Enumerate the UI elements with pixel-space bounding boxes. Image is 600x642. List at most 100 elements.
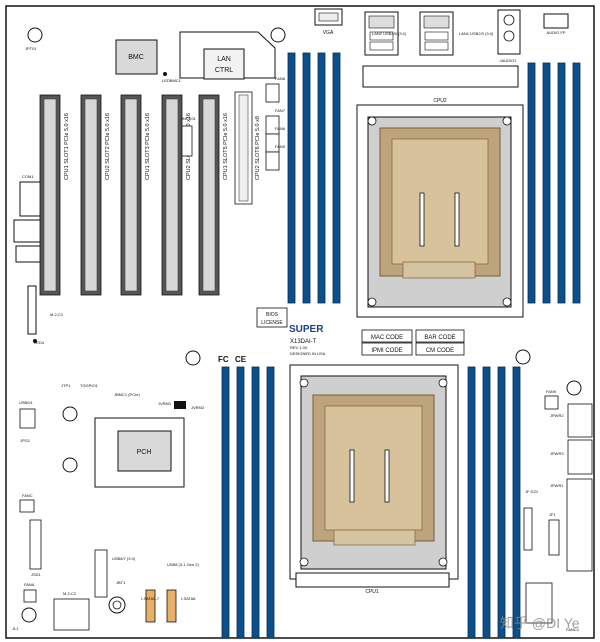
sata07-label: I-SATA0-7: [141, 596, 160, 601]
mounting-hole-icon: [566, 380, 582, 396]
fanc-header: [19, 499, 35, 513]
bar-code-label: BAR CODE: [424, 335, 455, 341]
cpu2-die-inner: [391, 138, 489, 265]
pcie-slot-3-label: CPU1 SLOT3 PCIe 5.0 x16: [145, 113, 151, 180]
cpu2-dimm-d1: [332, 52, 341, 304]
cpu2-dimm-b1: [302, 52, 311, 304]
cpu1-dimm-f1: [482, 366, 491, 639]
fan9-header: [544, 395, 559, 410]
cpu2-screw-icon: [367, 116, 377, 126]
fan8-header: [265, 83, 280, 103]
cpu1-screw-icon: [438, 378, 448, 388]
cpu1-screw-icon: [438, 557, 448, 567]
audio-jack-icon: [503, 14, 515, 26]
designed-label: DESIGNED IN USA: [290, 351, 326, 356]
jtp1-label: JTP1: [61, 383, 71, 388]
pcie-slot-5-inner: [202, 98, 216, 292]
cpu1-key-right: [384, 449, 390, 503]
lan-controller-chip: [203, 48, 245, 80]
cpu1-dimm-a1: [221, 366, 230, 639]
audio-fp-header-icon: [543, 13, 569, 29]
jpwr3-connector: [567, 439, 593, 475]
jaudio1-label: JAUDIO1: [500, 58, 518, 63]
audio-fp-label: AUDIO FP: [547, 30, 566, 35]
mac-code-label: MAC CODE: [371, 335, 403, 341]
bios-license-line-1: BIOS: [266, 312, 279, 318]
cpu2-dimm-a1: [287, 52, 296, 304]
usb01-label: USB0/1: [19, 400, 34, 405]
cpu2-label: CPU2: [433, 98, 447, 104]
led-icon: [163, 72, 167, 76]
jncs01-header: [181, 125, 193, 157]
jipmb1-header: [523, 507, 533, 551]
jfdz1-label: JF DZ1: [525, 489, 539, 494]
model-label: X13DAI-T: [290, 339, 317, 345]
fan8-label: FAN8: [275, 76, 286, 81]
cpu2-socket-group: CPU2: [356, 65, 524, 318]
com1-header: [19, 181, 43, 217]
jl1-label: JL1: [12, 626, 19, 631]
lower-left-components: JSD1 FANA JL1 M.2-C2 USB6/7 (3.0) JBT1 U…: [12, 519, 199, 631]
m2c1-label: M.2-C1: [50, 312, 64, 317]
cpu1-dimm-h1: [512, 366, 521, 639]
mounting-hole-icon: [27, 27, 43, 43]
mounting-hole-icon: [21, 607, 37, 623]
usb67-header: [94, 549, 108, 598]
brand-logo: SUPER: [289, 324, 324, 335]
pch-area: PCH JBMC1 (PCIe) JVRM1 JVRM2 JTP1 TGGPIO…: [19, 383, 205, 513]
cpu1-socket-group: CPU1: [289, 364, 459, 595]
mounting-hole-icon: [62, 457, 78, 473]
slot-area-headers: JNCS01 FAN8 FAN7 FAN6 FAN5: [181, 76, 286, 171]
fan6-header: [265, 133, 280, 153]
fan7-label: FAN7: [275, 108, 286, 113]
jpg1-label: JPG1: [20, 438, 31, 443]
cpu1-dimm-e1: [467, 366, 476, 639]
cpu1-dimm-c1: [251, 366, 260, 639]
cpu1-dimm-d1: [266, 366, 275, 639]
cpu1-dimm-b1: [236, 366, 245, 639]
led-icon: [33, 339, 37, 343]
jpwr2-label: JPWR2: [550, 413, 564, 418]
pcie-slot-2-inner: [84, 98, 98, 292]
cpu2-bottom-pads: [402, 261, 476, 279]
lan2-label: LAN2 USB4/5 (3.0): [372, 31, 407, 36]
cpu1-memory: [221, 366, 521, 639]
mounting-hole-icon: [515, 349, 531, 365]
pch-chip: [117, 430, 172, 472]
lan1-port-icon: [423, 15, 450, 29]
lan1-label: LAN1 USB2/3 (3.0): [459, 31, 494, 36]
fana-header: [23, 589, 37, 603]
jsd1-label: JSD1: [31, 572, 42, 577]
jf1-label: JF1: [549, 512, 556, 517]
bios-license-line-2: LICENSE: [261, 320, 283, 326]
pcie-slot-1-label: CPU1 SLOT1 PCIe 5.0 x16: [64, 113, 70, 180]
pcie-slot-1-inner: [43, 98, 57, 292]
sata-slot-icon: [166, 589, 177, 623]
small-header: [15, 245, 42, 263]
cm-code-box: [415, 342, 465, 356]
pcie-slot-4-inner: [165, 98, 179, 292]
usb8-label: USB8 (3.1 Gen 2): [167, 562, 199, 567]
fanc2-label: FANC2: [566, 627, 580, 632]
jpt01-label: JPT01: [25, 46, 37, 51]
usb23-top-icon: [424, 31, 449, 41]
fanc-label: FANC: [22, 493, 33, 498]
jsd1-slot: [29, 519, 42, 570]
cpu2-screw-icon: [502, 116, 512, 126]
pcie-slot-6-inner: [238, 94, 249, 202]
cpu1-key-left: [349, 449, 355, 503]
cpu2-dimm-c1: [317, 52, 326, 304]
bmc-chip: [115, 39, 158, 75]
bar-code-box: [415, 329, 465, 343]
jpwr1-label: JPWR1: [550, 483, 564, 488]
fan5-label: FAN5: [275, 144, 286, 149]
jbt1-label: JBT1: [116, 580, 126, 585]
com1-label: COM1: [22, 174, 34, 179]
mounting-hole-icon: [270, 27, 286, 43]
bios-license-box: [256, 307, 288, 328]
sata-slot-icon: [145, 589, 156, 623]
cm-code-label: CM CODE: [426, 348, 454, 354]
ipmi-code-label: IPMI CODE: [371, 348, 402, 354]
vga-port-inner-icon: [318, 12, 339, 22]
